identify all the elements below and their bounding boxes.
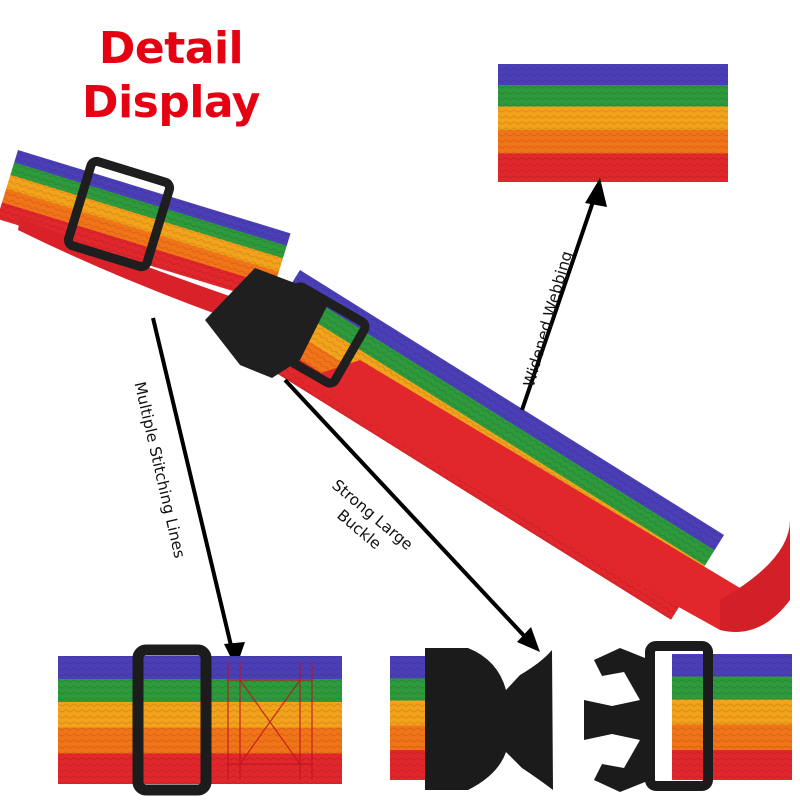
- side-release-buckle: [205, 268, 370, 388]
- tri-glide-slider: [63, 156, 175, 272]
- headline-line-1: Detail: [98, 23, 244, 74]
- headline-line-2: Display: [82, 77, 260, 128]
- strap-main: [0, 150, 790, 632]
- open-buckle-closeup: [584, 641, 792, 792]
- headline: Detail Display: [62, 22, 280, 130]
- webbing-closeup: [498, 64, 728, 182]
- stitching-closeup: [58, 644, 342, 796]
- buckle-closeup: [390, 648, 553, 790]
- callout-arrows: [151, 178, 607, 668]
